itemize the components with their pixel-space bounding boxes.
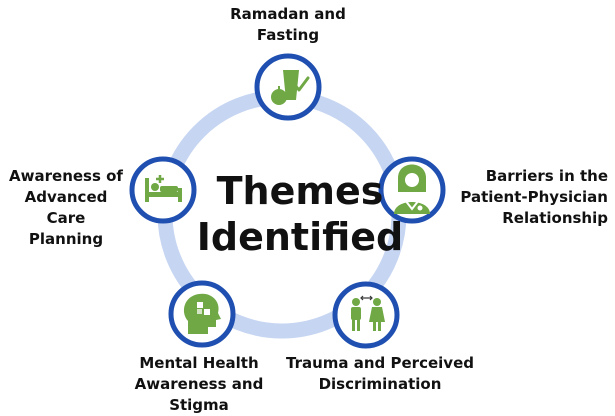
hospital-bed-icon — [145, 175, 182, 202]
title-line-1: Themes — [216, 169, 384, 213]
theme-node-advanced-care — [129, 156, 197, 224]
themes-diagram — [129, 53, 446, 349]
title-line-2: Identified — [196, 215, 404, 259]
food-fasting-icon — [271, 70, 310, 105]
theme-node-trauma — [332, 281, 400, 349]
theme-label-advanced-care: Awareness of Advanced Care Planning — [9, 167, 123, 248]
theme-label-trauma: Trauma and Perceived Discrimination — [286, 354, 474, 393]
brain-puzzle-icon — [183, 293, 221, 334]
theme-node-ramadan — [254, 53, 322, 121]
theme-node-mental-health — [168, 280, 236, 348]
theme-node-physician — [378, 156, 446, 224]
physician-icon — [394, 164, 430, 214]
theme-label-ramadan: Ramadan and Fasting — [230, 5, 346, 44]
theme-label-physician: Barriers in the Patient-Physician Relati… — [460, 167, 608, 227]
people-interaction-icon — [351, 295, 385, 331]
theme-label-mental-health: Mental Health Awareness and Stigma — [134, 354, 264, 414]
diagram-title: Themes Identified — [195, 168, 405, 260]
